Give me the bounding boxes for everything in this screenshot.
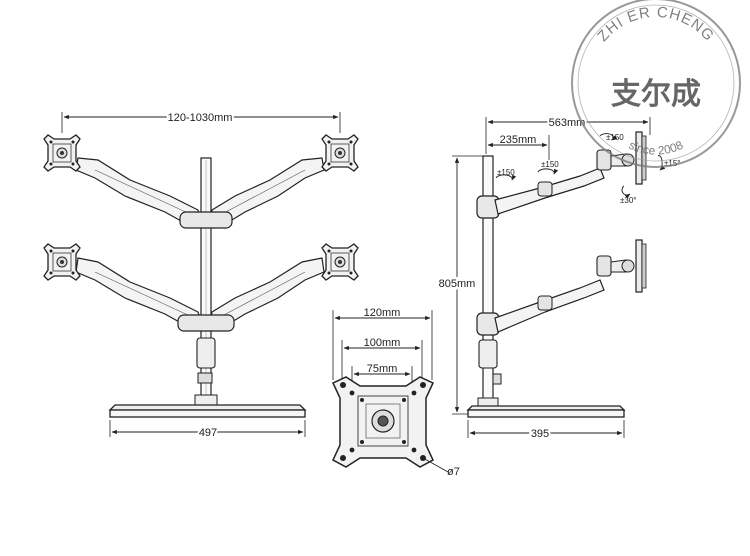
- side-reach-label: 563mm: [549, 117, 586, 129]
- front-lower-hub: [177, 314, 235, 332]
- front-base-label: 497: [199, 427, 217, 439]
- side-collar: [478, 339, 498, 369]
- rotation-bottom-icon: [621, 185, 631, 199]
- front-width-label: 120-1030mm: [168, 112, 233, 124]
- vesa-plate-detail: 120mm 100mm 75mm ø7: [332, 307, 460, 478]
- rotation-swivel-left-icon: [495, 174, 517, 181]
- side-height-label: 805mm: [439, 278, 476, 290]
- stamp-chinese-text: 支尔成: [611, 77, 701, 112]
- side-knob: [492, 373, 502, 385]
- rotation-tilt-top-icon: [599, 133, 618, 141]
- vesa-inner-label: 75mm: [367, 363, 398, 375]
- svg-text:since 2008: since 2008: [627, 138, 686, 158]
- vesa-middle-label: 100mm: [364, 337, 401, 349]
- rotation-bottom-label: ±30°: [620, 196, 637, 205]
- front-collar: [196, 337, 216, 369]
- vesa-outer-label: 120mm: [364, 307, 401, 319]
- side-base-label: 395: [531, 428, 549, 440]
- side-arm-label: 235mm: [500, 134, 537, 146]
- stamp-bottom-text: since 2008: [627, 138, 686, 158]
- front-plate-lower-left: [43, 243, 81, 281]
- front-plate-upper-right: [321, 134, 359, 172]
- front-base: [108, 404, 307, 418]
- rotation-tilt-side-label: ±15°: [664, 159, 681, 168]
- rotation-tilt-top-label: ±150: [606, 133, 624, 142]
- front-pole-foot: [194, 394, 218, 406]
- front-view: 120-1030mm 497: [43, 110, 359, 441]
- side-base: [466, 405, 626, 418]
- front-upper-hub: [179, 211, 233, 229]
- side-view: 563mm 235mm 805mm 395: [436, 115, 681, 442]
- front-plate-lower-right: [321, 243, 359, 281]
- vesa-holes: [340, 382, 426, 461]
- vesa-hole-label: ø7: [447, 466, 460, 478]
- rotation-swivel-mid-icon: [537, 168, 559, 175]
- side-lower-arm: [476, 239, 647, 336]
- rotation-swivel-left-label: ±150: [497, 168, 515, 177]
- company-stamp-watermark: ZHI ER CHENG 支尔成 since 2008: [571, 0, 741, 168]
- front-width-dimension: 120-1030mm: [61, 110, 341, 133]
- rotation-swivel-mid-label: ±150: [541, 160, 559, 169]
- front-plate-upper-left: [43, 134, 81, 172]
- front-base-dimension: 497: [109, 420, 306, 441]
- front-knob: [197, 372, 213, 384]
